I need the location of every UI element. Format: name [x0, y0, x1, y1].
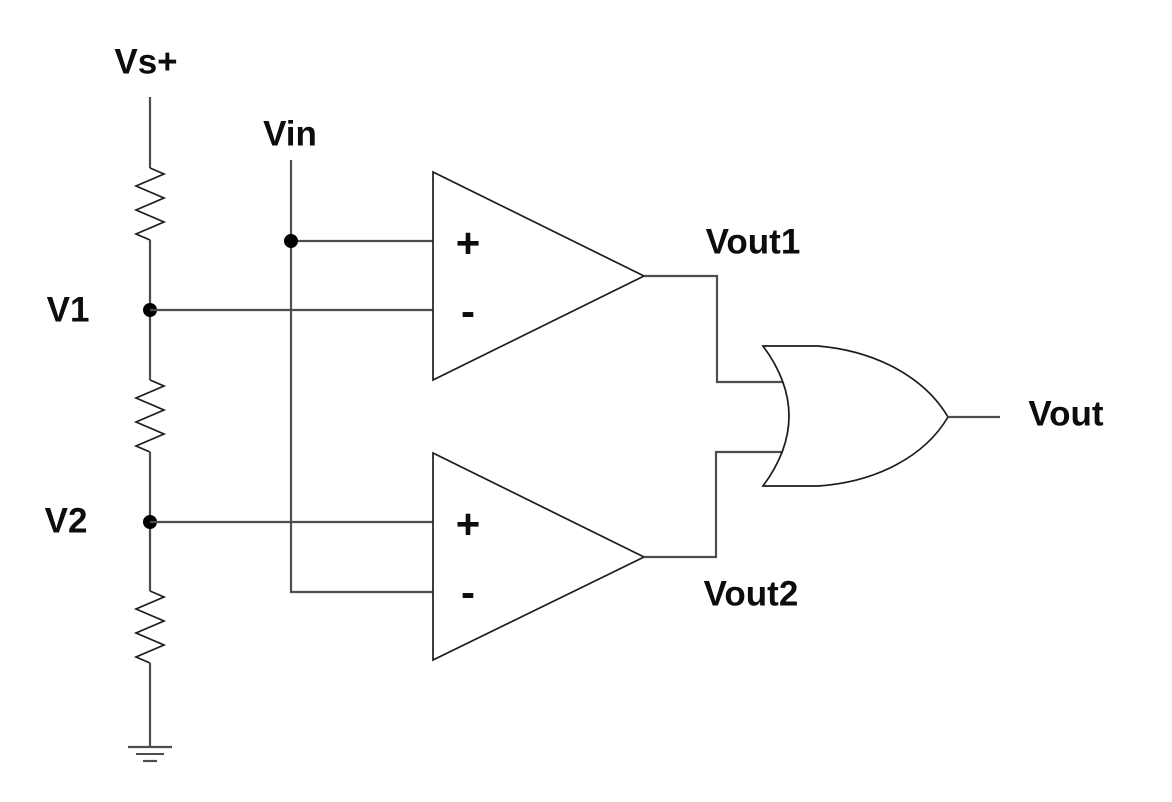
comparator-1-plus-sign: +: [456, 220, 481, 267]
comparator-2-plus-sign: +: [456, 501, 481, 548]
input-wiring: [150, 160, 433, 594]
supply-label: Vs+: [114, 43, 177, 82]
junction-dot-vin: [284, 234, 298, 248]
comparator-1-output-wire: [644, 274, 783, 384]
comparator-1-triangle: [432, 170, 646, 382]
comparator-2-triangle: [432, 451, 646, 662]
comparator-1-minus-sign: -: [461, 288, 475, 335]
vin-label: Vin: [263, 115, 317, 154]
vout2-label: Vout2: [704, 575, 799, 614]
vin-wire: [289, 160, 433, 594]
resistor-2: [133, 379, 167, 453]
vout1-label: Vout1: [706, 223, 801, 262]
comparator-1: + -: [432, 170, 783, 384]
resistor-1: [133, 167, 167, 241]
resistor-3: [133, 590, 167, 664]
comparator-2: + -: [432, 450, 783, 662]
v1-label: V1: [47, 291, 90, 330]
vout-label: Vout: [1028, 395, 1104, 434]
comparator-2-output-wire: [644, 450, 783, 559]
or-gate: [761, 345, 949, 487]
voltage-divider: [128, 97, 172, 763]
comparator-2-minus-sign: -: [461, 569, 475, 616]
v2-label: V2: [45, 502, 88, 541]
or-gate-group: [761, 345, 1000, 487]
ground-icon: [128, 745, 172, 763]
